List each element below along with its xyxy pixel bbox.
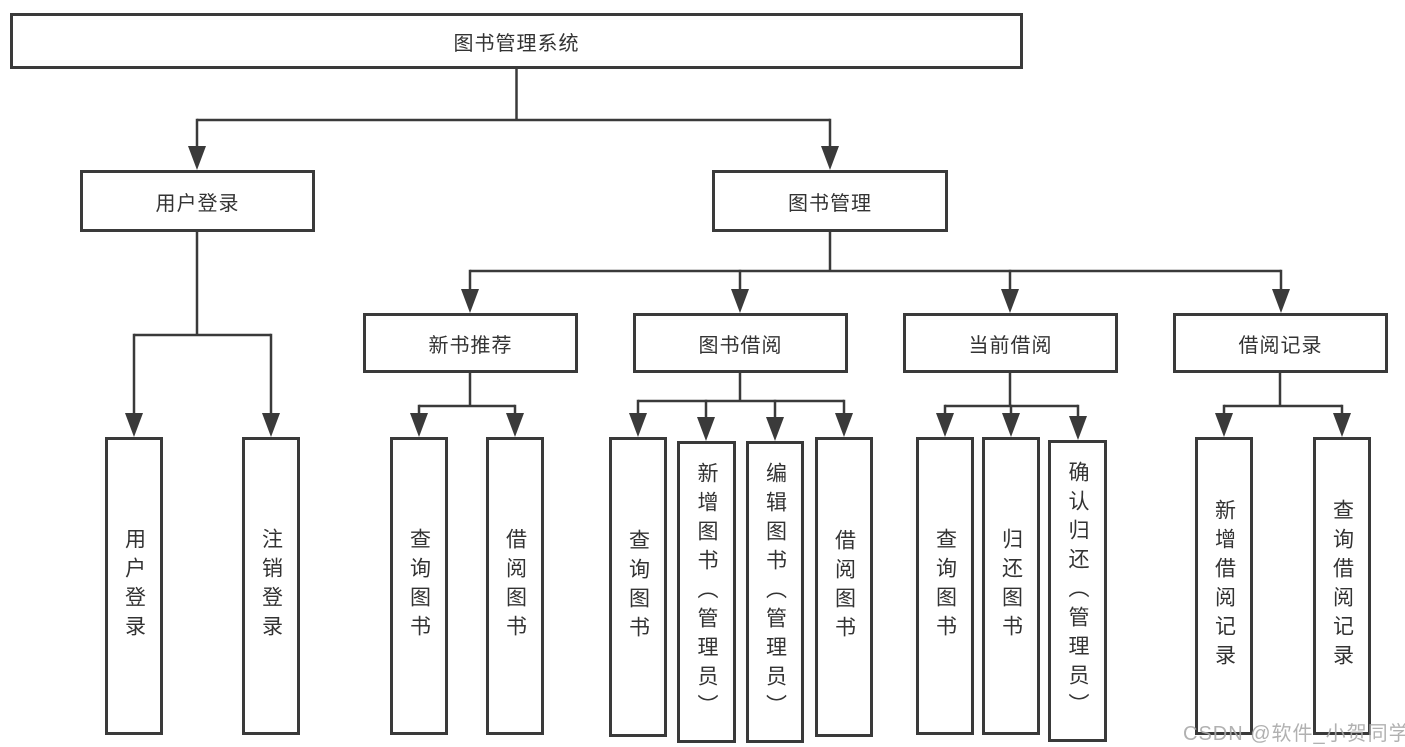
leaf-borrow-books-borrowing: 借阅图书 bbox=[815, 437, 873, 737]
node-borrowing-records: 借阅记录 bbox=[1173, 313, 1388, 373]
node-user-login-label: 用户登录 bbox=[155, 192, 240, 215]
leaf-query-books-current-label: 查询图书 bbox=[933, 528, 957, 644]
arrowhead-icons bbox=[125, 146, 1351, 441]
leaf-user-login-label: 用户登录 bbox=[122, 528, 146, 644]
leaf-add-book-admin-label: 新增图书（管理员） bbox=[695, 461, 718, 723]
node-user-login: 用户登录 bbox=[80, 170, 315, 232]
node-current-borrowing-label: 当前借阅 bbox=[968, 334, 1053, 357]
node-root: 图书管理系统 bbox=[10, 13, 1023, 69]
leaf-confirm-return-admin-label: 确认归还（管理员） bbox=[1066, 460, 1089, 722]
leaf-edit-book-admin-label: 编辑图书（管理员） bbox=[763, 461, 787, 723]
node-borrowing-records-label: 借阅记录 bbox=[1238, 334, 1323, 357]
node-root-label: 图书管理系统 bbox=[453, 32, 580, 55]
leaf-query-books-recommend-label: 查询图书 bbox=[407, 528, 431, 644]
leaf-confirm-return-admin: 确认归还（管理员） bbox=[1048, 440, 1107, 742]
node-book-borrowing: 图书借阅 bbox=[633, 313, 848, 373]
csdn-watermark: CSDN @软件_小贺同学 bbox=[1183, 723, 1405, 745]
leaf-query-books-current: 查询图书 bbox=[916, 437, 974, 735]
leaf-query-books-borrowing: 查询图书 bbox=[609, 437, 667, 737]
leaf-query-borrow-record: 查询借阅记录 bbox=[1313, 437, 1371, 735]
node-new-book-recommendation-label: 新书推荐 bbox=[428, 334, 513, 357]
leaf-return-book-label: 归还图书 bbox=[999, 528, 1023, 644]
node-book-borrowing-label: 图书借阅 bbox=[698, 334, 783, 357]
leaf-borrow-books-borrowing-label: 借阅图书 bbox=[832, 529, 856, 645]
leaf-add-book-admin: 新增图书（管理员） bbox=[677, 441, 736, 743]
leaf-query-books-recommend: 查询图书 bbox=[390, 437, 448, 735]
leaf-borrow-books-recommend: 借阅图书 bbox=[486, 437, 544, 735]
leaf-logout-label: 注销登录 bbox=[259, 528, 283, 644]
leaf-borrow-books-recommend-label: 借阅图书 bbox=[503, 528, 527, 644]
leaf-return-book: 归还图书 bbox=[982, 437, 1040, 735]
node-book-management: 图书管理 bbox=[712, 170, 948, 232]
node-current-borrowing: 当前借阅 bbox=[903, 313, 1118, 373]
leaf-query-books-borrowing-label: 查询图书 bbox=[626, 529, 650, 645]
leaf-add-borrow-record-label: 新增借阅记录 bbox=[1212, 499, 1236, 673]
node-new-book-recommendation: 新书推荐 bbox=[363, 313, 578, 373]
node-book-management-label: 图书管理 bbox=[788, 192, 872, 215]
leaf-logout: 注销登录 bbox=[242, 437, 300, 735]
leaf-user-login: 用户登录 bbox=[105, 437, 163, 735]
leaf-edit-book-admin: 编辑图书（管理员） bbox=[746, 441, 804, 743]
leaf-query-borrow-record-label: 查询借阅记录 bbox=[1330, 499, 1354, 673]
leaf-add-borrow-record: 新增借阅记录 bbox=[1195, 437, 1253, 735]
